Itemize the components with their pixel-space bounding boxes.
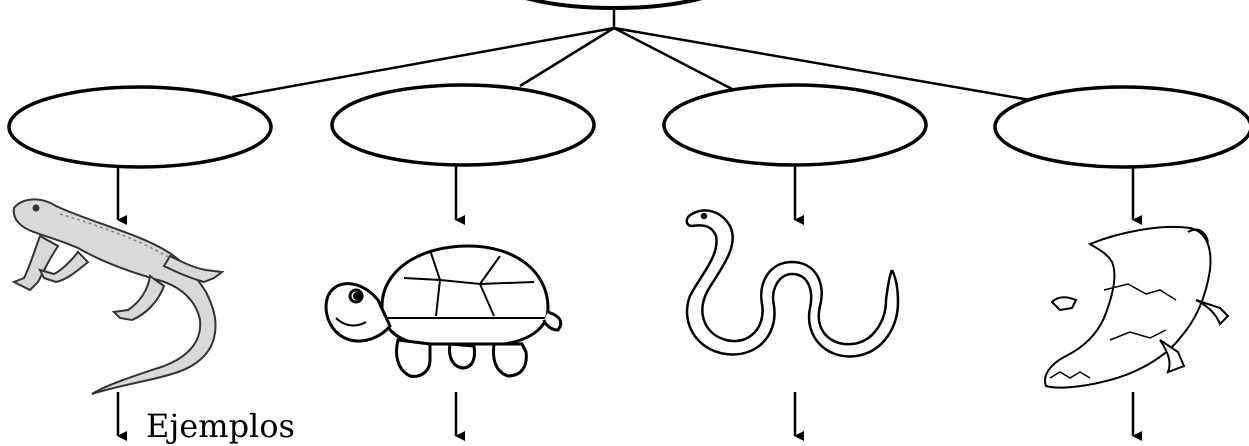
category-oval-2[interactable]: [330, 83, 596, 167]
examples-label: Ejemplos: [146, 407, 295, 445]
connector-lines: [231, 8, 1031, 102]
category-oval-1[interactable]: [7, 85, 273, 169]
snake-icon: [685, 209, 900, 358]
turtle-icon: [324, 244, 563, 378]
crocodile-icon: [1044, 225, 1230, 389]
category-oval-4[interactable]: [993, 85, 1249, 169]
category-oval-3[interactable]: [662, 83, 928, 167]
arrows-to-animals: [116, 165, 1142, 225]
arrows-to-examples: [116, 392, 1142, 441]
lizard-icon: [11, 198, 225, 395]
root-oval[interactable]: [496, 0, 732, 10]
